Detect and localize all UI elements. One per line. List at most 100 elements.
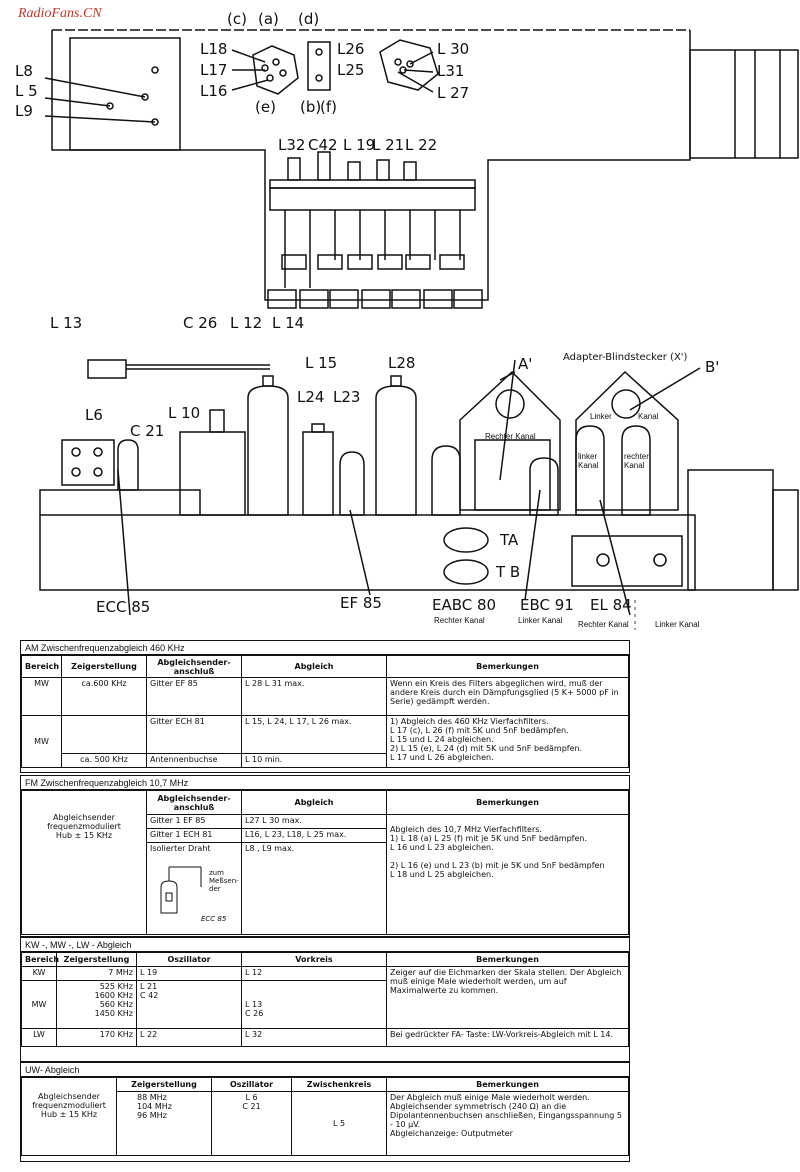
- label-l26: L26: [337, 40, 365, 58]
- label-e: (e): [255, 98, 276, 116]
- am-header-anschluss: Abgleichsender-anschluß: [146, 655, 242, 678]
- label-ecc85: ECC 85: [96, 598, 151, 616]
- ta-socket: [443, 527, 489, 553]
- label-l14: L 14: [272, 314, 305, 332]
- label-c: (c): [227, 10, 247, 28]
- socket-linker: [575, 370, 679, 511]
- kml-r3-vork: L 32: [241, 1028, 387, 1047]
- fm-bem: Abgleich des 10,7 MHz Vierfachfilters. 1…: [386, 814, 629, 935]
- kml-r2-vork: L 13 C 26: [241, 980, 387, 1029]
- label-l17: L17: [200, 61, 228, 79]
- am-r3-abgleich: L 10 min.: [241, 753, 387, 768]
- label-l9: L9: [15, 102, 33, 120]
- uw-bem: Der Abgleich muß einige Male wiederholt …: [386, 1091, 629, 1156]
- coil-l27-l31: [379, 39, 439, 91]
- am-title: AM Zwischenfrequenzabgleich 460 KHz: [21, 641, 629, 655]
- fm-probe-label: zum Meßsen- der: [209, 869, 239, 893]
- am-r2-bem: 1) Abgleich des 460 KHz Vierfachfilters.…: [386, 715, 629, 768]
- am-r1-bem: Wenn ein Kreis des Filters abgeglichen w…: [386, 677, 629, 716]
- label-c21: C 21: [130, 422, 165, 440]
- uw-header-bem: Bemerkungen: [386, 1077, 629, 1092]
- am-header-bereich: Bereich: [21, 655, 62, 678]
- uw-header-zeiger: Zeigerstellung: [116, 1077, 212, 1092]
- lower-chassis: [39, 514, 696, 591]
- kml-r1-bem: Zeiger auf die Eichmarken der Skala stel…: [386, 966, 629, 1029]
- label-eabc80: EABC 80: [432, 596, 497, 614]
- label-f: (f): [320, 98, 337, 116]
- fm-table: FM Zwischenfrequenzabgleich 10,7 MHz Abg…: [20, 775, 630, 937]
- label-adapter: Adapter-Blindstecker (X'): [563, 352, 688, 363]
- fm-left-info: Abgleichsender frequenzmoduliert Hub ± 1…: [21, 790, 147, 935]
- label-a-prime: A': [518, 355, 533, 373]
- uw-header-osz: Oszillator: [211, 1077, 292, 1092]
- uw-left-info: Abgleichsender frequenzmoduliert Hub ± 1…: [21, 1077, 117, 1156]
- kml-r1-vork: L 12: [241, 966, 387, 981]
- ferrite-l13: [87, 359, 127, 379]
- label-ef85: EF 85: [340, 594, 382, 612]
- am-r1-abgleich: L 28 L 31 max.: [241, 677, 387, 716]
- caption-linker-kanal-1: Linker Kanal: [518, 616, 563, 625]
- tube-ef85: [339, 451, 365, 516]
- coil-l16-l18: [252, 45, 299, 95]
- label-l27: L 27: [437, 84, 470, 102]
- tb-socket: [443, 559, 489, 585]
- label-b: (b): [300, 98, 322, 116]
- label-l8: L8: [15, 62, 33, 80]
- kml-r1-zeiger: 7 MHz: [56, 966, 137, 981]
- am-header-zeiger: Zeigerstellung: [61, 655, 147, 678]
- label-rechter-kanal-top: Rechter Kanal: [485, 432, 536, 441]
- label-l13: L 13: [50, 314, 83, 332]
- label-l22: L 22: [405, 136, 438, 154]
- am-r3-anschluss: Antennenbuchse: [146, 753, 242, 768]
- am-header-bem: Bemerkungen: [386, 655, 629, 678]
- am-r2-bereich: MW: [21, 715, 62, 768]
- probe-drawing: [160, 866, 202, 914]
- fm-header-bem: Bemerkungen: [386, 790, 629, 815]
- label-l25: L25: [337, 61, 365, 79]
- label-rechter-kanal-tube: rechter Kanal: [624, 452, 649, 470]
- label-l18: L18: [200, 40, 228, 58]
- can-l15: [247, 385, 289, 516]
- kml-header-osz: Oszillator: [136, 952, 242, 967]
- fm-header-abgleich: Abgleich: [241, 790, 387, 815]
- can-l28: [375, 385, 417, 516]
- label-l16: L16: [200, 82, 228, 100]
- label-ebc91: EBC 91: [520, 596, 574, 614]
- chassis-diagram: [39, 29, 799, 630]
- label-l19: L 19: [343, 136, 376, 154]
- coil-l25-l26: [307, 41, 331, 91]
- fm-r3-anschluss: Isolierter Draht: [150, 844, 211, 853]
- kml-header-zeiger: Zeigerstellung: [56, 952, 137, 967]
- can-l24: [302, 431, 334, 516]
- label-kanal-top: Kanal: [638, 412, 659, 421]
- label-l6: L6: [85, 406, 103, 424]
- am-r2-abgleich: L 15, L 24, L 17, L 26 max.: [241, 715, 387, 754]
- label-l32: L32: [278, 136, 306, 154]
- uw-zeiger: 88 MHz 104 MHz 96 MHz: [116, 1091, 212, 1156]
- left-module: [69, 37, 181, 151]
- adjuster-strip: [269, 179, 476, 189]
- kml-r2-zeiger: 525 KHz 1600 KHz 560 KHz 1450 KHz: [56, 980, 137, 1029]
- fm-probe-tube: ECC 85: [201, 915, 227, 923]
- am-table: AM Zwischenfrequenzabgleich 460 KHz Bere…: [20, 640, 630, 773]
- label-l30: L 30: [437, 40, 470, 58]
- fm-r2-abgleich: L16, L 23, L18, L 25 max.: [241, 828, 387, 843]
- label-linker-kanal-tube: linker Kanal: [578, 452, 599, 470]
- kml-r2-bereich: MW: [21, 980, 57, 1029]
- kml-header-vork: Vorkreis: [241, 952, 387, 967]
- fm-r3-anschluss-cell: Isolierter Draht zum Meßsen- der ECC 85: [146, 842, 242, 935]
- kml-header-bem: Bemerkungen: [386, 952, 629, 967]
- caption-rechter-kanal-1: Rechter Kanal: [434, 616, 485, 625]
- uw-header-zwk: Zwischenkreis: [291, 1077, 387, 1092]
- top-chassis-outline: [51, 30, 691, 301]
- label-l28: L28: [388, 354, 416, 372]
- kml-table: KW -, MW -, LW - Abgleich Bereich Zeiger…: [20, 937, 630, 1062]
- label-b-prime: B': [705, 358, 720, 376]
- kml-header-bereich: Bereich: [21, 952, 59, 967]
- am-r1-bereich: MW: [21, 677, 62, 716]
- label-a: (a): [258, 10, 279, 28]
- label-linker-top: Linker: [590, 412, 612, 421]
- label-tb: T B: [496, 563, 521, 581]
- fm-r2-anschluss: Gitter 1 ECH 81: [146, 828, 242, 843]
- kml-r1-osz: L 19: [136, 966, 242, 981]
